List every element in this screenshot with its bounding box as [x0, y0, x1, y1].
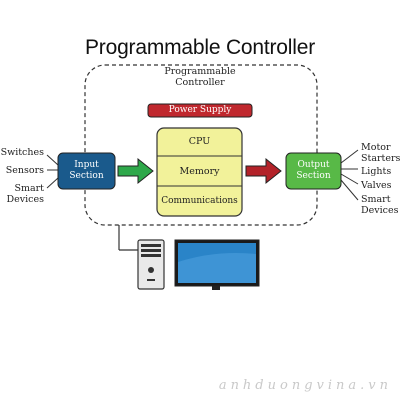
- output-label-lights: Lights: [361, 166, 392, 177]
- output-arrow: [245, 157, 282, 185]
- input-arrow: [117, 157, 154, 185]
- controller-label-line1: Programmable: [164, 66, 236, 77]
- input-line: [46, 177, 59, 189]
- output-label-valves: Valves: [361, 180, 392, 191]
- input-section-box: [57, 152, 116, 190]
- input-section-line2: Section: [69, 171, 104, 181]
- output-label-motor: Motor: [361, 142, 391, 153]
- output-line: [340, 173, 359, 185]
- input-line: [46, 154, 59, 166]
- controller-boundary: [84, 64, 318, 226]
- input-label-sensors: Sensors: [5, 165, 44, 176]
- memory-label: Memory: [179, 166, 220, 177]
- input-label-smart: Smart: [14, 183, 44, 194]
- power-supply-label: Power Supply: [168, 104, 232, 115]
- input-label-switches: Switches: [0, 147, 44, 158]
- output-section-label: Output Section: [286, 160, 341, 182]
- output-label-starters: Starters: [361, 153, 400, 164]
- cpu-label: CPU: [188, 136, 211, 147]
- monitor-icon: [174, 239, 260, 290]
- output-section-line1: Output: [297, 160, 330, 170]
- output-label-smart: Smart: [361, 194, 391, 205]
- output-section-box: [285, 152, 342, 190]
- watermark: anhduongvina.vn: [218, 378, 392, 393]
- output-section-line2: Section: [296, 171, 331, 181]
- input-label-devices: Devices: [6, 194, 44, 205]
- output-label-devices: Devices: [361, 205, 399, 216]
- power-supply-bar: [147, 103, 253, 118]
- diagram-title: Programmable Controller: [85, 36, 315, 59]
- controller-label-line2: Controller: [175, 77, 225, 88]
- cpu-block: [156, 127, 243, 217]
- input-section-line1: Input: [74, 160, 99, 170]
- output-line: [340, 149, 359, 164]
- controller-label: Programmable Controller: [150, 66, 250, 88]
- input-section-label: Input Section: [58, 160, 115, 182]
- communications-label: Communications: [161, 196, 238, 206]
- computer-tower-icon: [137, 239, 165, 290]
- output-line: [340, 179, 359, 201]
